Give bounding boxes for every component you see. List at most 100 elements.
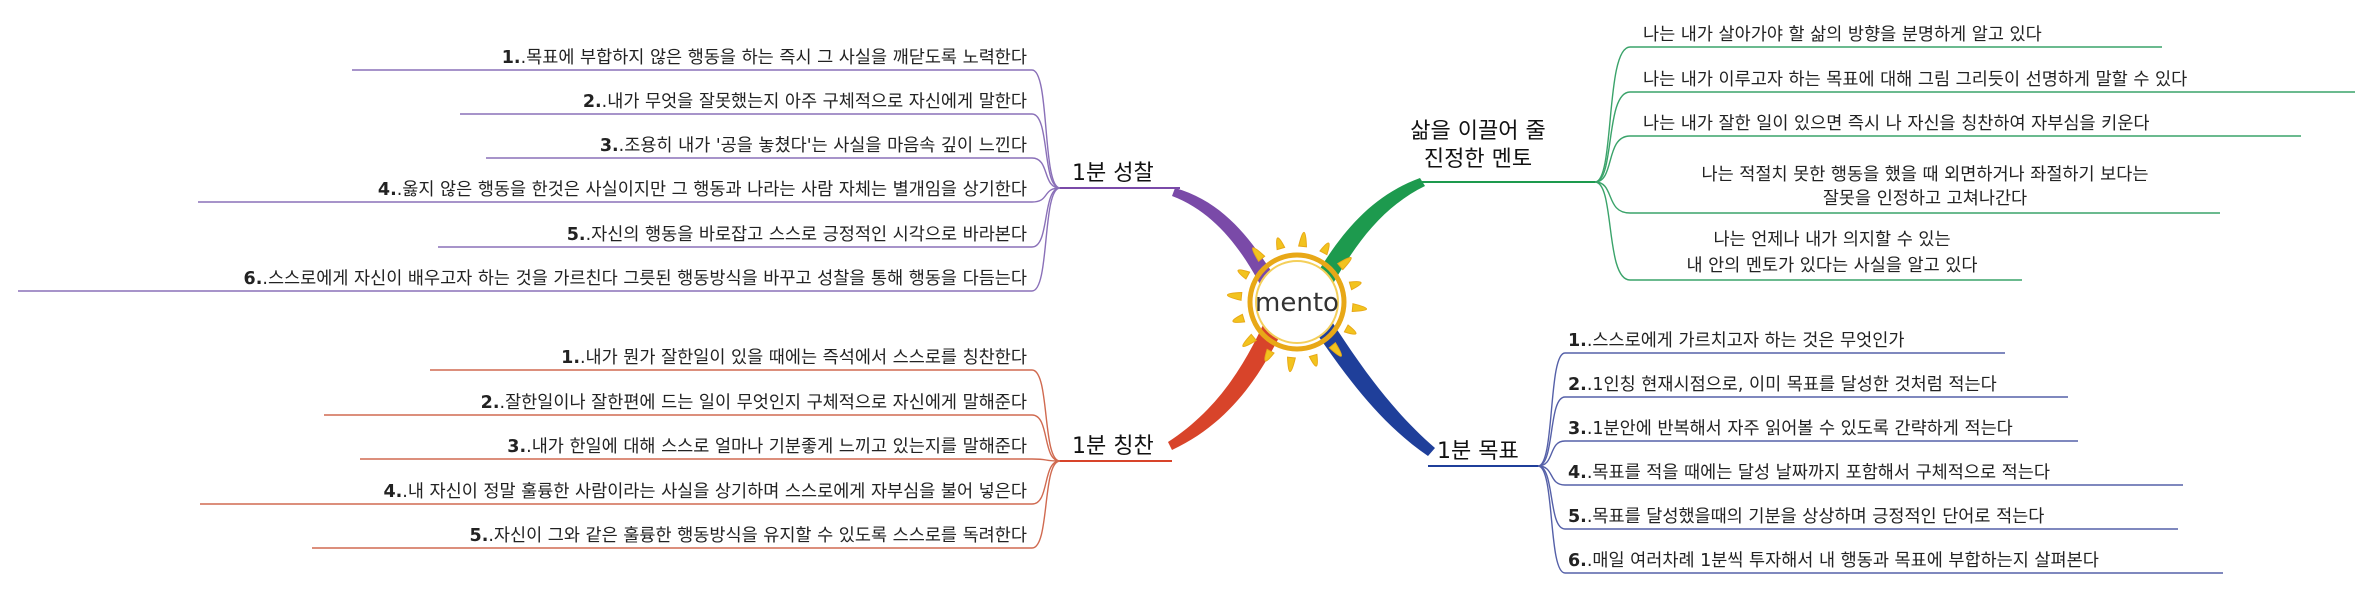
reflect-item-1[interactable]: 1..목표에 부합하지 않은 행동을 하는 즉시 그 사실을 깨닫도록 노력한다 bbox=[502, 48, 1027, 68]
branch-goal: 1분 목표 1..스스로에게 가르치고자 하는 것은 무엇인가 2..1인칭 현… bbox=[1428, 331, 2223, 574]
reflect-item-4[interactable]: 4..옳지 않은 행동을 한것은 사실이지만 그 행동과 나라는 사람 자체는 … bbox=[378, 180, 1027, 200]
sun-ray bbox=[1343, 324, 1357, 335]
svg-text:1..목표에 부합하지 않은 행동을 하는 즉시 그 사실을: 1..목표에 부합하지 않은 행동을 하는 즉시 그 사실을 깨닫도록 노력한다 bbox=[502, 48, 1027, 68]
svg-text:2..내가 무엇을 잘못했는지 아주 구체적으로 자신에게: 2..내가 무엇을 잘못했는지 아주 구체적으로 자신에게 말한다 bbox=[583, 92, 1027, 112]
reflect-connectors bbox=[18, 69, 1061, 292]
mento-item-5-line2[interactable]: 내 안의 멘토가 있다는 사실을 알고 있다 bbox=[1687, 256, 1978, 276]
svg-text:5..자신이 그와 같은 훌륭한 행동방식을 유지할 수 있: 5..자신이 그와 같은 훌륭한 행동방식을 유지할 수 있도록 스스로를 독려… bbox=[470, 526, 1027, 546]
praise-item-3-text: .내가 한일에 대해 스스로 얼마나 기분좋게 느끼고 있는지를 말해준다 bbox=[526, 437, 1027, 457]
praise-item-2-num: 2. bbox=[481, 393, 500, 413]
sun-ray bbox=[1348, 281, 1362, 291]
goal-connectors bbox=[1537, 352, 2223, 574]
goal-item-5[interactable]: 5..목표를 달성했을때의 기분을 상상하며 긍정적인 단어로 적는다 bbox=[1568, 507, 2044, 527]
reflect-item-3-text: .조용히 내가 '공을 놓쳤다'는 사실을 마음속 깊이 느낀다 bbox=[619, 136, 1027, 156]
sun-ray bbox=[1232, 313, 1246, 323]
svg-text:1..스스로에게 가르치고자 하는 것은 무엇인가: 1..스스로에게 가르치고자 하는 것은 무엇인가 bbox=[1568, 331, 1904, 351]
praise-item-4[interactable]: 4..내 자신이 정말 훌륭한 사람이라는 사실을 상기하며 스스로에게 자부심… bbox=[383, 482, 1027, 502]
svg-text:5..자신의 행동을 바로잡고 스스로 긍정적인 시각으로: 5..자신의 행동을 바로잡고 스스로 긍정적인 시각으로 바라본다 bbox=[567, 225, 1027, 245]
praise-item-5-num: 5. bbox=[470, 526, 489, 546]
reflect-item-3[interactable]: 3..조용히 내가 '공을 놓쳤다'는 사실을 마음속 깊이 느낀다 bbox=[600, 136, 1027, 156]
reflect-item-1-text: .목표에 부합하지 않은 행동을 하는 즉시 그 사실을 깨닫도록 노력한다 bbox=[521, 48, 1027, 68]
svg-text:2..1인칭 현재시점으로, 이미 목표를 달성한 것처럼: 2..1인칭 현재시점으로, 이미 목표를 달성한 것처럼 적는다 bbox=[1568, 375, 1997, 395]
goal-branch-label[interactable]: 1분 목표 bbox=[1437, 439, 1519, 464]
mento-item-4-line1[interactable]: 나는 적절치 못한 행동을 했을 때 외면하거나 좌절하기 보다는 bbox=[1701, 165, 2148, 185]
reflect-item-3-num: 3. bbox=[600, 136, 619, 156]
reflect-item-1-num: 1. bbox=[502, 48, 521, 68]
praise-item-2[interactable]: 2..잘한일이나 잘한편에 드는 일이 무엇인지 구체적으로 자신에게 말해준다 bbox=[481, 393, 1027, 413]
branch-reflect: 1분 성찰 1..목표에 부합하지 않은 행동을 하는 즉시 그 사실을 깨닫도… bbox=[18, 48, 1180, 292]
reflect-item-4-text: .옳지 않은 행동을 한것은 사실이지만 그 행동과 나라는 사람 자체는 별개… bbox=[397, 180, 1027, 200]
mento-connectors bbox=[1594, 46, 2355, 281]
praise-item-1[interactable]: 1..내가 뭔가 잘한일이 있을 때에는 즉석에서 스스로를 칭찬한다 bbox=[561, 348, 1027, 368]
center-label[interactable]: mento bbox=[1255, 288, 1339, 318]
reflect-item-6[interactable]: 6..스스로에게 자신이 배우고자 하는 것을 가르친다 그릇된 행동방식을 바… bbox=[244, 269, 1027, 289]
goal-item-3-text: .1분안에 반복해서 자주 읽어볼 수 있도록 간략하게 적는다 bbox=[1587, 419, 2013, 439]
sun-ray bbox=[1242, 333, 1257, 347]
mento-branch-label-line2[interactable]: 진정한 멘토 bbox=[1424, 147, 1532, 172]
svg-text:2..잘한일이나 잘한편에 드는 일이 무엇인지 구체적으로: 2..잘한일이나 잘한편에 드는 일이 무엇인지 구체적으로 자신에게 말해준다 bbox=[481, 393, 1027, 413]
goal-item-2[interactable]: 2..1인칭 현재시점으로, 이미 목표를 달성한 것처럼 적는다 bbox=[1568, 375, 1997, 395]
praise-item-1-num: 1. bbox=[561, 348, 580, 368]
goal-item-6[interactable]: 6..매일 여러차례 1분씩 투자해서 내 행동과 목표에 부합하는지 살펴본다 bbox=[1568, 551, 2099, 571]
goal-item-4[interactable]: 4..목표를 적을 때에는 달성 날짜까지 포함해서 구체적으로 적는다 bbox=[1568, 463, 2050, 483]
reflect-item-5-text: .자신의 행동을 바로잡고 스스로 긍정적인 시각으로 바라본다 bbox=[586, 225, 1027, 245]
mento-item-1[interactable]: 나는 내가 살아가야 할 삶의 방향을 분명하게 알고 있다 bbox=[1643, 25, 2042, 45]
praise-branch-label[interactable]: 1분 칭찬 bbox=[1072, 434, 1154, 459]
sun-ray bbox=[1237, 269, 1251, 280]
mento-item-5-line1[interactable]: 나는 언제나 내가 의지할 수 있는 bbox=[1713, 230, 1950, 250]
goal-item-1[interactable]: 1..스스로에게 가르치고자 하는 것은 무엇인가 bbox=[1568, 331, 1904, 351]
reflect-item-2-num: 2. bbox=[583, 92, 602, 112]
goal-item-5-num: 5. bbox=[1568, 507, 1587, 527]
praise-item-3[interactable]: 3..내가 한일에 대해 스스로 얼마나 기분좋게 느끼고 있는지를 말해준다 bbox=[507, 437, 1027, 457]
reflect-item-6-text: .스스로에게 자신이 배우고자 하는 것을 가르친다 그릇된 행동방식을 바꾸고… bbox=[262, 269, 1027, 289]
goal-item-6-text: .매일 여러차례 1분씩 투자해서 내 행동과 목표에 부합하는지 살펴본다 bbox=[1587, 551, 2099, 571]
sun-ring-outer bbox=[1247, 252, 1347, 352]
goal-item-3-num: 3. bbox=[1568, 419, 1587, 439]
svg-text:4..목표를 적을 때에는 달성 날짜까지 포함해서 구체적: 4..목표를 적을 때에는 달성 날짜까지 포함해서 구체적으로 적는다 bbox=[1568, 463, 2050, 483]
praise-item-3-num: 3. bbox=[507, 437, 526, 457]
praise-item-4-text: .내 자신이 정말 훌륭한 사람이라는 사실을 상기하며 스스로에게 자부심을 … bbox=[402, 482, 1027, 502]
sun-ray bbox=[1287, 356, 1296, 373]
praise-connectors bbox=[200, 369, 1061, 549]
sun-ray bbox=[1319, 242, 1330, 256]
goal-item-1-num: 1. bbox=[1568, 331, 1587, 351]
sun-ray bbox=[1351, 303, 1368, 312]
mento-item-3[interactable]: 나는 내가 잘한 일이 있으면 즉시 나 자신을 칭찬하여 자부심을 키운다 bbox=[1643, 114, 2149, 134]
svg-text:6..스스로에게 자신이 배우고자 하는 것을 가르친다 그: 6..스스로에게 자신이 배우고자 하는 것을 가르친다 그릇된 행동방식을 바… bbox=[244, 269, 1027, 289]
goal-item-2-num: 2. bbox=[1568, 375, 1587, 395]
sun-ray bbox=[1308, 353, 1318, 367]
praise-item-5[interactable]: 5..자신이 그와 같은 훌륭한 행동방식을 유지할 수 있도록 스스로를 독려… bbox=[470, 526, 1027, 546]
sun-rays bbox=[1226, 231, 1368, 373]
praise-item-4-num: 4. bbox=[383, 482, 402, 502]
goal-item-1-text: .스스로에게 가르치고자 하는 것은 무엇인가 bbox=[1587, 331, 1905, 351]
sun-ray bbox=[1226, 292, 1243, 301]
svg-text:6..매일 여러차례 1분씩 투자해서 내 행동과 목표에: 6..매일 여러차례 1분씩 투자해서 내 행동과 목표에 부합하는지 살펴본다 bbox=[1568, 551, 2099, 571]
svg-text:3..내가 한일에 대해 스스로 얼마나 기분좋게 느끼고: 3..내가 한일에 대해 스스로 얼마나 기분좋게 느끼고 있는지를 말해준다 bbox=[507, 437, 1027, 457]
praise-item-1-text: .내가 뭔가 잘한일이 있을 때에는 즉석에서 스스로를 칭찬한다 bbox=[580, 348, 1027, 368]
mento-item-2[interactable]: 나는 내가 이루고자 하는 목표에 대해 그림 그리듯이 선명하게 말할 수 있… bbox=[1643, 70, 2187, 90]
sun-ray bbox=[1328, 342, 1342, 357]
goal-item-6-num: 6. bbox=[1568, 551, 1587, 571]
main-branch-wedges bbox=[1168, 178, 1435, 456]
sun-ray bbox=[1276, 237, 1286, 251]
mento-branch-label-line1[interactable]: 삶을 이끌어 줄 bbox=[1410, 119, 1545, 144]
svg-text:3..조용히 내가 '공을 놓쳤다'는 사실을 마음속 깊이: 3..조용히 내가 '공을 놓쳤다'는 사실을 마음속 깊이 느낀다 bbox=[600, 136, 1027, 156]
reflect-item-2[interactable]: 2..내가 무엇을 잘못했는지 아주 구체적으로 자신에게 말한다 bbox=[583, 92, 1027, 112]
sun-ray bbox=[1337, 257, 1352, 271]
reflect-branch-label[interactable]: 1분 성찰 bbox=[1072, 161, 1154, 186]
reflect-item-5[interactable]: 5..자신의 행동을 바로잡고 스스로 긍정적인 시각으로 바라본다 bbox=[567, 225, 1027, 245]
reflect-item-2-text: .내가 무엇을 잘못했는지 아주 구체적으로 자신에게 말한다 bbox=[602, 92, 1027, 112]
reflect-branch-wedge bbox=[1172, 188, 1290, 308]
mento-item-4-line2[interactable]: 잘못을 인정하고 고쳐나간다 bbox=[1823, 189, 2027, 209]
reflect-item-6-num: 6. bbox=[244, 269, 263, 289]
praise-item-5-text: .자신이 그와 같은 훌륭한 행동방식을 유지할 수 있도록 스스로를 독려한다 bbox=[488, 526, 1027, 546]
center-sun: mento bbox=[1226, 231, 1368, 373]
goal-branch-wedge bbox=[1302, 300, 1435, 456]
sun-ray bbox=[1264, 348, 1275, 362]
reflect-item-4-num: 4. bbox=[378, 180, 397, 200]
goal-item-3[interactable]: 3..1분안에 반복해서 자주 읽어볼 수 있도록 간략하게 적는다 bbox=[1568, 419, 2013, 439]
svg-text:1..내가 뭔가 잘한일이 있을 때에는 즉석에서 스스로를: 1..내가 뭔가 잘한일이 있을 때에는 즉석에서 스스로를 칭찬한다 bbox=[561, 348, 1027, 368]
branch-mento: 삶을 이끌어 줄 진정한 멘토 나는 내가 살아가야 할 삶의 방향을 분명하게… bbox=[1410, 25, 2355, 281]
goal-item-4-num: 4. bbox=[1568, 463, 1587, 483]
